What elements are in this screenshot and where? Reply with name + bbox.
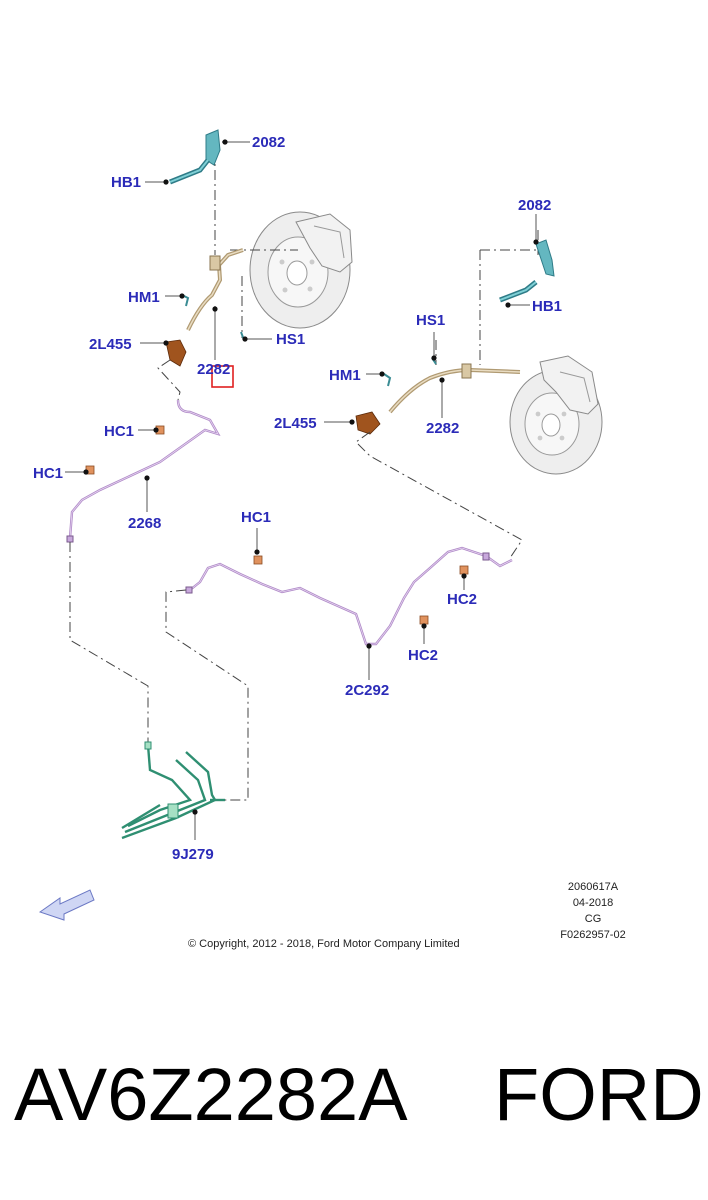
brake-lines-diagram: 2082 HB1 HM1 2L455 HS1 2282 HC1 HC1 2268… xyxy=(33,129,626,950)
clip-hc1-c xyxy=(253,528,263,565)
callout-2l455-left: 2L455 xyxy=(89,336,132,353)
callout-2282-right: 2282 xyxy=(426,420,459,437)
meta-illustration-id: 2060617A xyxy=(568,881,619,893)
callout-hc1-a: HC1 xyxy=(104,423,134,440)
left-hose-mount-hm1 xyxy=(165,293,190,307)
meta-date: 04-2018 xyxy=(573,897,613,909)
callout-hs1-left: HS1 xyxy=(276,331,305,348)
clip-hc1-b xyxy=(65,465,95,475)
right-bracket-hb1 xyxy=(499,280,538,308)
callout-2282-left: 2282 xyxy=(197,361,230,378)
callout-hc2-a: HC2 xyxy=(447,591,477,608)
right-brake-tube-2c292 xyxy=(185,546,513,680)
part-number-caption: AV6Z2282A xyxy=(14,1053,408,1136)
callout-9j279: 9J279 xyxy=(172,846,214,863)
left-brake-hose-2282 xyxy=(186,248,244,360)
left-hose-spring-hs1 xyxy=(240,331,272,342)
right-bracket-2082 xyxy=(533,214,555,277)
front-direction-arrow-icon xyxy=(38,889,95,921)
clip-hc2-b xyxy=(419,615,429,644)
hydraulic-bundle-9j279 xyxy=(121,741,225,840)
callout-hc2-b: HC2 xyxy=(408,647,438,664)
left-bracket-2l455 xyxy=(140,339,187,367)
callout-hb1-right: HB1 xyxy=(532,298,562,315)
callout-2268: 2268 xyxy=(128,515,161,532)
clip-hc1-a xyxy=(138,425,165,435)
left-brake-caliper xyxy=(295,213,353,273)
highlight-box xyxy=(211,365,234,388)
callout-hm1-left: HM1 xyxy=(128,289,160,306)
left-brake-tube-2268 xyxy=(66,399,221,543)
copyright-notice: © Copyright, 2012 - 2018, Ford Motor Com… xyxy=(188,938,460,950)
right-hose-spring-hs1 xyxy=(431,332,437,365)
right-brake-hose-2282 xyxy=(388,363,521,418)
right-bracket-2l455 xyxy=(324,411,381,435)
brand-caption: FORD xyxy=(494,1053,704,1136)
callout-hb1-left: HB1 xyxy=(111,174,141,191)
callout-hm1-right: HM1 xyxy=(329,367,361,384)
right-brake-caliper xyxy=(539,355,599,415)
left-bracket-2082 xyxy=(205,129,250,166)
meta-figure-id: F0262957-02 xyxy=(560,929,625,941)
callout-hc1-c: HC1 xyxy=(241,509,271,526)
callout-hs1-right: HS1 xyxy=(416,312,445,329)
callout-2l455-right: 2L455 xyxy=(274,415,317,432)
callout-2082-left: 2082 xyxy=(252,134,285,151)
callout-2c292: 2C292 xyxy=(345,682,389,699)
right-hose-mount-hm1 xyxy=(366,371,392,387)
meta-author: CG xyxy=(585,913,602,925)
left-bracket-hb1 xyxy=(145,158,210,185)
clip-hc2-a xyxy=(459,565,469,590)
callout-hc1-b: HC1 xyxy=(33,465,63,482)
callout-2082-right: 2082 xyxy=(518,197,551,214)
